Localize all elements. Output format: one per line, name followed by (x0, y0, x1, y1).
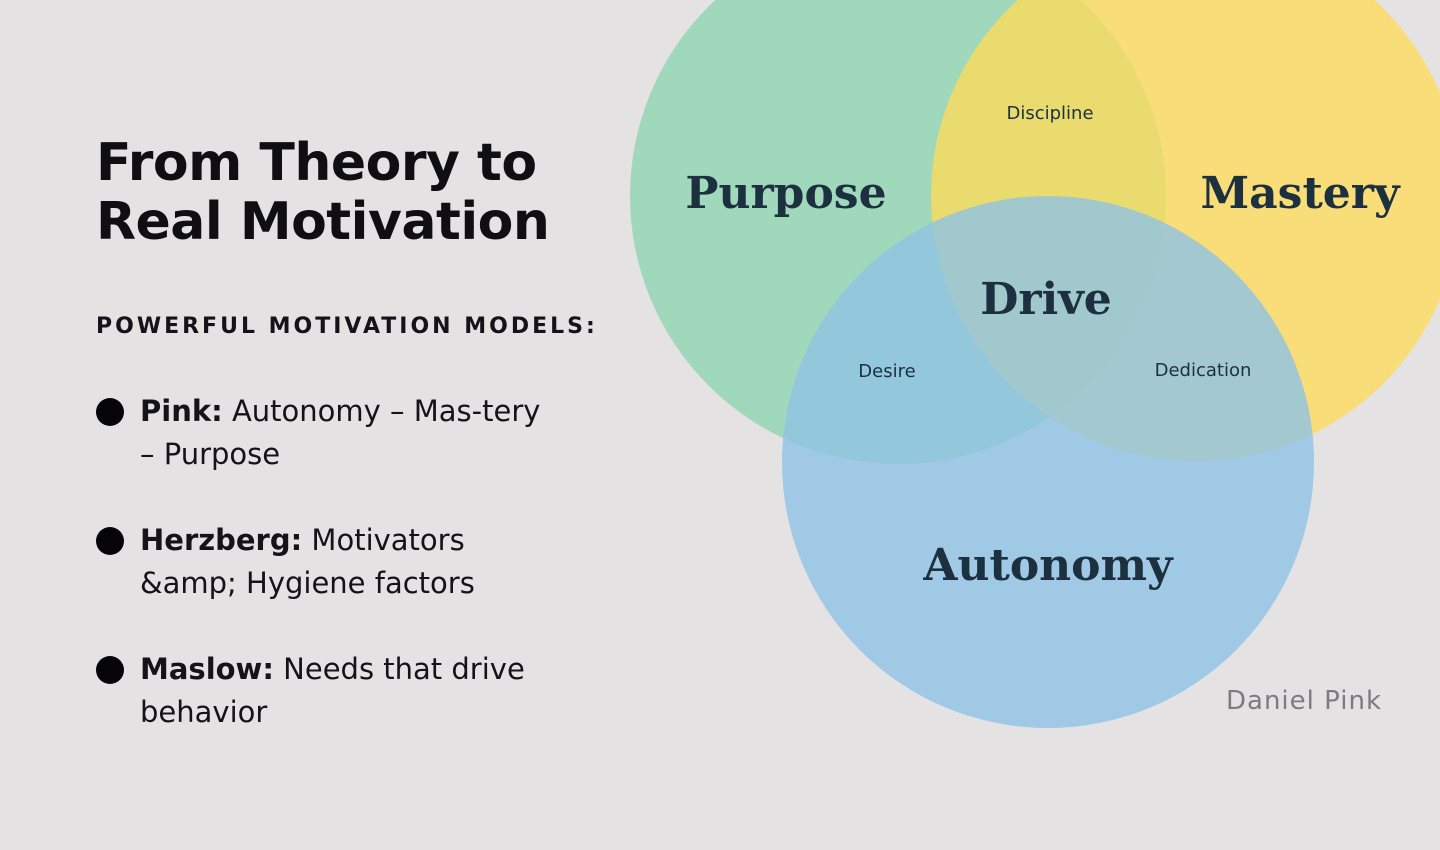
list-item-pink: Pink: Autonomy – Mas-tery – Purpose (96, 390, 556, 476)
overlap-label-dedication: Dedication (1155, 360, 1252, 381)
bullet-icon (96, 527, 124, 555)
title-line-2: Real Motivation (96, 192, 550, 252)
model-name: Herzberg: (140, 523, 303, 557)
bullet-icon (96, 398, 124, 426)
list-item-maslow: Maslow: Needs that drive behavior (96, 648, 556, 734)
overlap-label-desire: Desire (858, 361, 915, 382)
venn-label-autonomy: Autonomy (922, 540, 1174, 591)
overlap-label-discipline: Discipline (1006, 103, 1093, 124)
models-list: Pink: Autonomy – Mas-tery – Purpose Herz… (96, 390, 556, 777)
model-name: Pink: (140, 394, 223, 428)
model-description: Needs that drive behavior (140, 652, 525, 729)
list-item-herzberg: Herzberg: Motivators &amp; Hygiene facto… (96, 519, 556, 605)
models-heading: POWERFUL MOTIVATION MODELS: (96, 314, 598, 339)
credit-text: Daniel Pink (1226, 686, 1383, 716)
venn-label-purpose: Purpose (685, 168, 886, 219)
venn-label-mastery: Mastery (1200, 168, 1400, 219)
page-title: From Theory to Real Motivation (96, 134, 656, 252)
left-panel: From Theory to Real Motivation POWERFUL … (96, 134, 656, 729)
model-description: Autonomy – Mas-tery – Purpose (140, 394, 541, 471)
bullet-icon (96, 656, 124, 684)
venn-label-drive: Drive (980, 274, 1112, 325)
model-name: Maslow: (140, 652, 274, 686)
model-description: Motivators &amp; Hygiene factors (140, 523, 475, 600)
title-line-1: From Theory to (96, 133, 537, 193)
venn-circle-autonomy (782, 196, 1314, 728)
